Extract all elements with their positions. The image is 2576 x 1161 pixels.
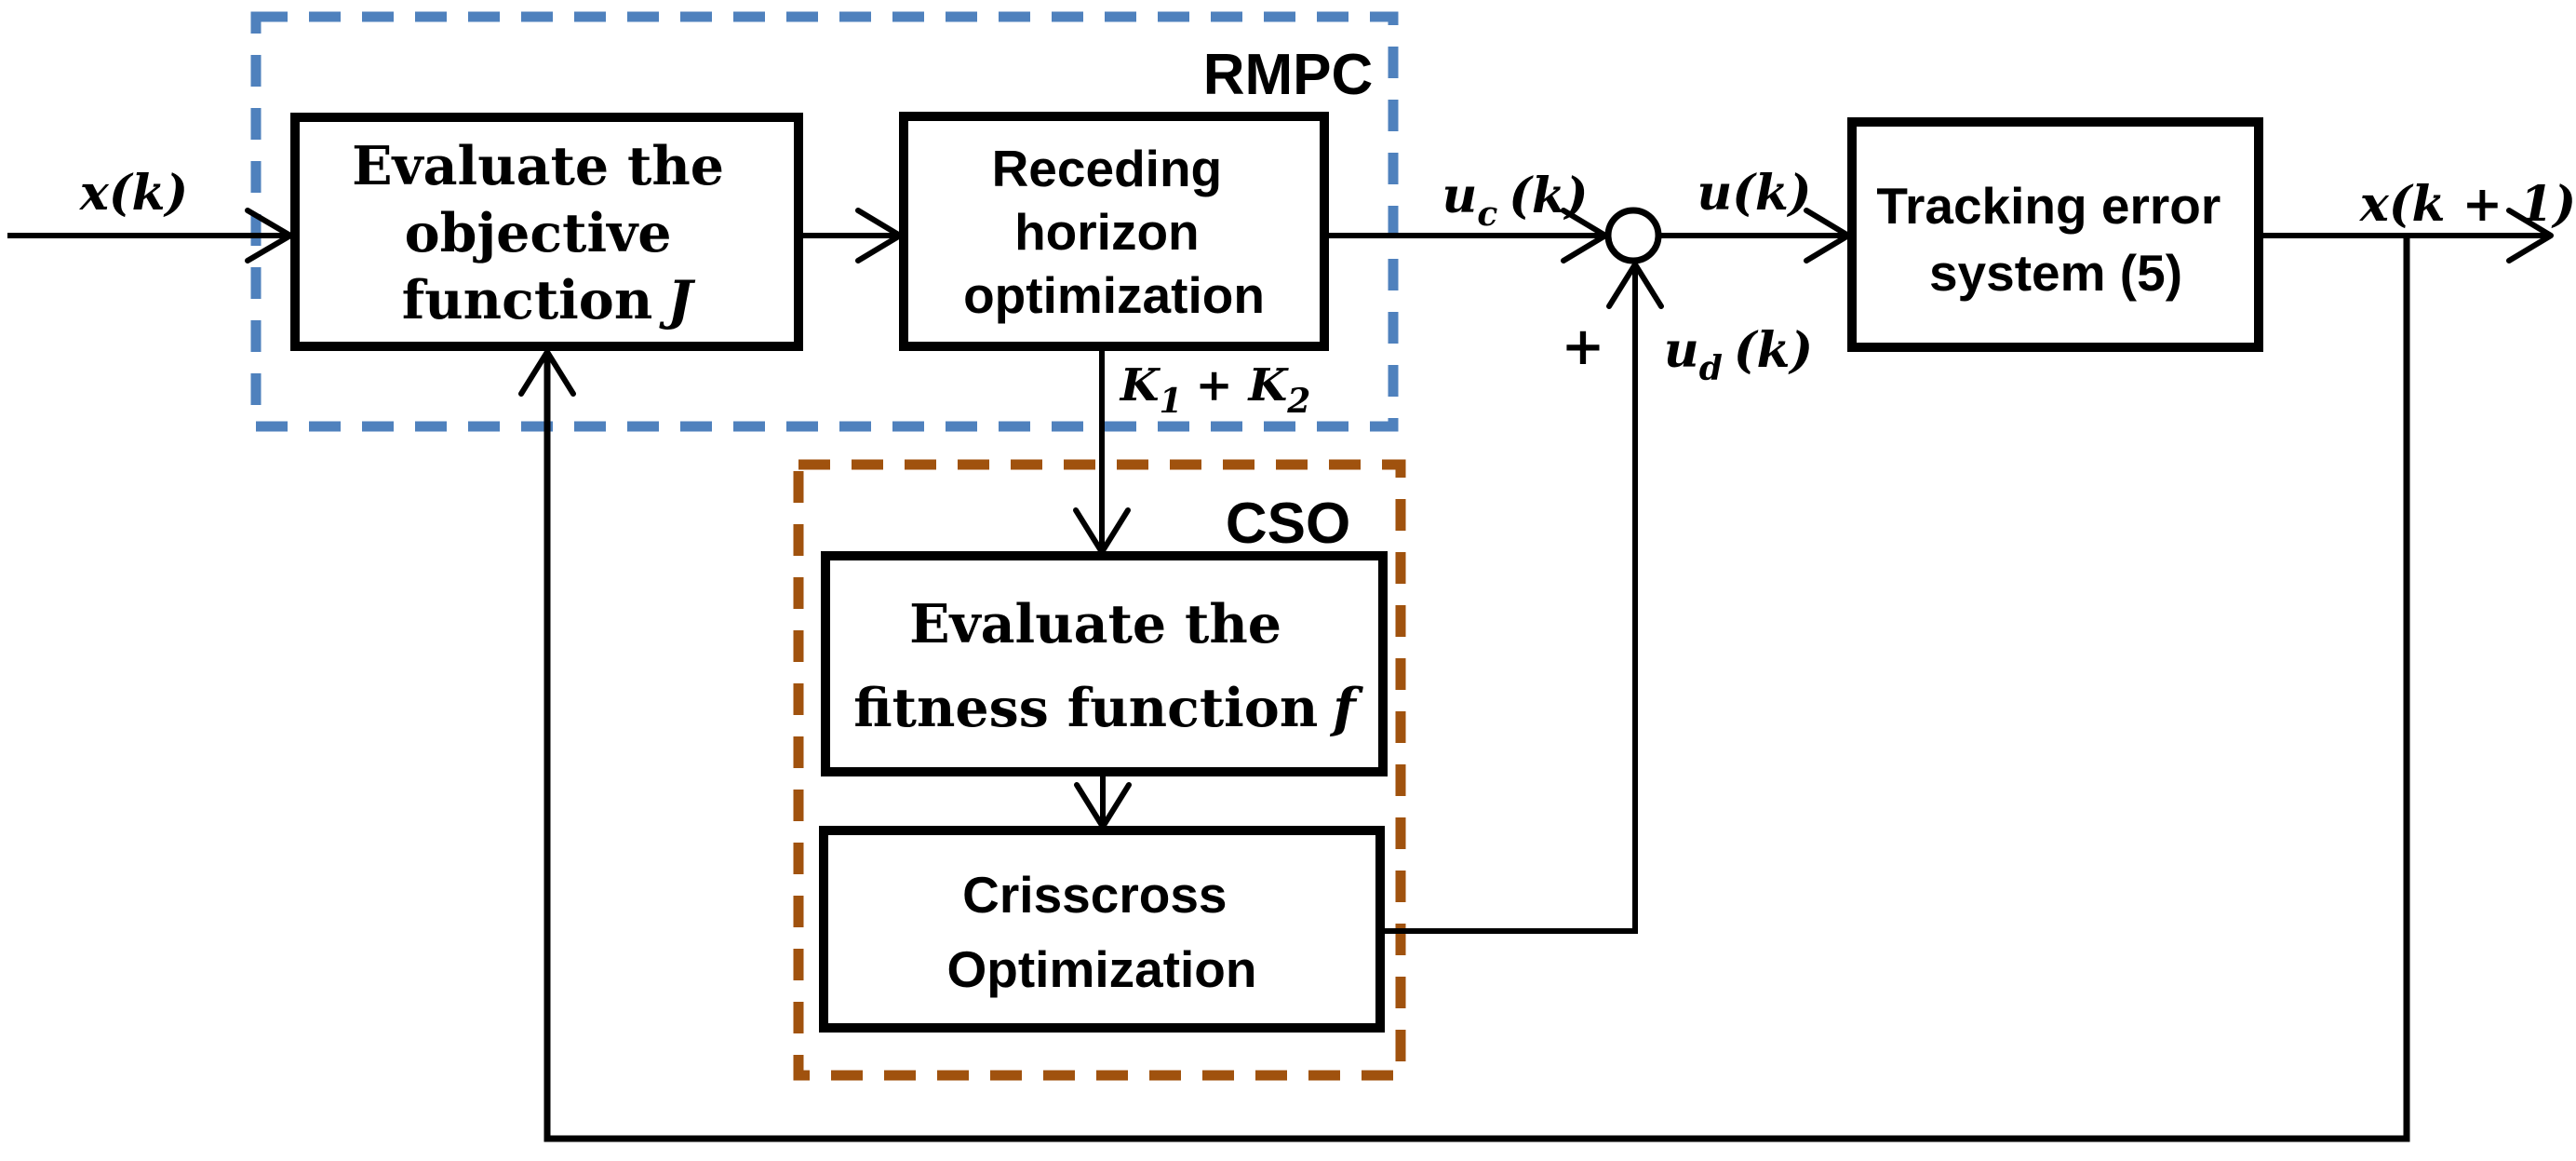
receding-block — [899, 112, 1329, 351]
crisscross-block — [819, 826, 1385, 1033]
feedback-line — [543, 236, 2410, 1142]
tracking-block — [1847, 117, 2263, 352]
tracking-block-label: Tracking error system (5) — [1876, 177, 2234, 302]
rmpc-dashed-border — [250, 11, 1399, 432]
input-signal-label: x(k) — [79, 165, 188, 222]
objective-block — [290, 113, 803, 351]
ud-signal-label: ud(k) — [1664, 322, 1813, 388]
gains-label: K1+ K2 — [1119, 359, 1311, 421]
ud-arrowhead — [1606, 262, 1664, 309]
plus-sign-label: + — [1562, 316, 1605, 377]
sum-junction — [1604, 207, 1662, 264]
uc-signal-label: uc(k) — [1442, 168, 1589, 234]
fitness-block — [821, 551, 1388, 776]
feedback-arrowhead — [518, 349, 576, 397]
receding-block-label: Receding horizon optimization — [963, 140, 1265, 324]
crisscross-block-label: Crisscross Optimization — [946, 866, 1256, 998]
output-signal-label: x(k + 1) — [2359, 176, 2576, 233]
cso-dashed-border — [793, 459, 1406, 1081]
u-signal-label: u(k) — [1697, 165, 1811, 222]
cso-label: CSO — [1226, 492, 1350, 556]
tracking-output-arrowhead — [2506, 208, 2554, 263]
rmpc-label: RMPC — [1203, 43, 1374, 107]
crisscross-to-sum-line — [1380, 267, 1638, 934]
